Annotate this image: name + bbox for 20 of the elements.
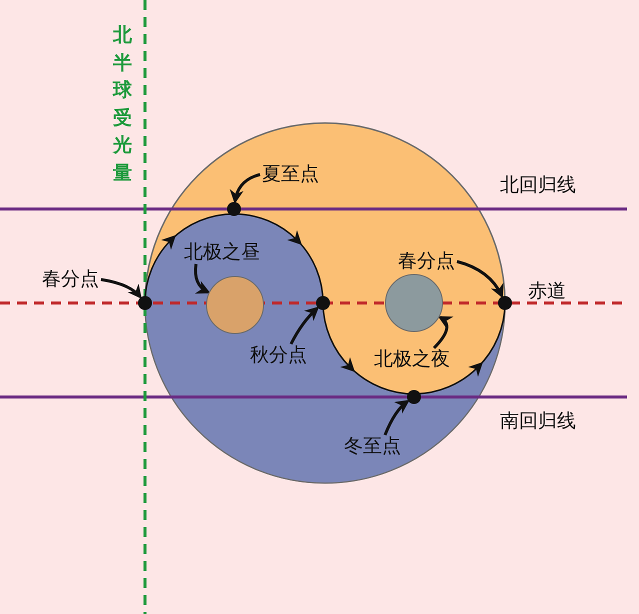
point-label: 冬至点	[344, 437, 401, 456]
point-label: 北极之夜	[374, 350, 450, 369]
leader-arrow	[456, 260, 504, 298]
leader-arrow	[230, 173, 260, 204]
point-label: 春分点	[398, 252, 455, 271]
line-label: 赤道	[528, 282, 566, 301]
leader-arrow	[194, 264, 210, 294]
point-label: 春分点	[42, 270, 99, 289]
leader-arrow	[290, 306, 320, 345]
leader-arrow	[384, 400, 410, 436]
line-label: 北回归线	[500, 176, 576, 195]
point-label: 夏至点	[262, 165, 319, 184]
point-label: 秋分点	[250, 346, 307, 365]
leader-arrow	[432, 316, 454, 350]
axis-label: 北半球受光量	[113, 23, 133, 186]
point-marker	[498, 296, 512, 310]
line-label: 南回归线	[500, 412, 576, 431]
leader-arrow	[100, 278, 142, 299]
point-label: 北极之昼	[184, 243, 260, 262]
point-marker	[138, 296, 152, 310]
